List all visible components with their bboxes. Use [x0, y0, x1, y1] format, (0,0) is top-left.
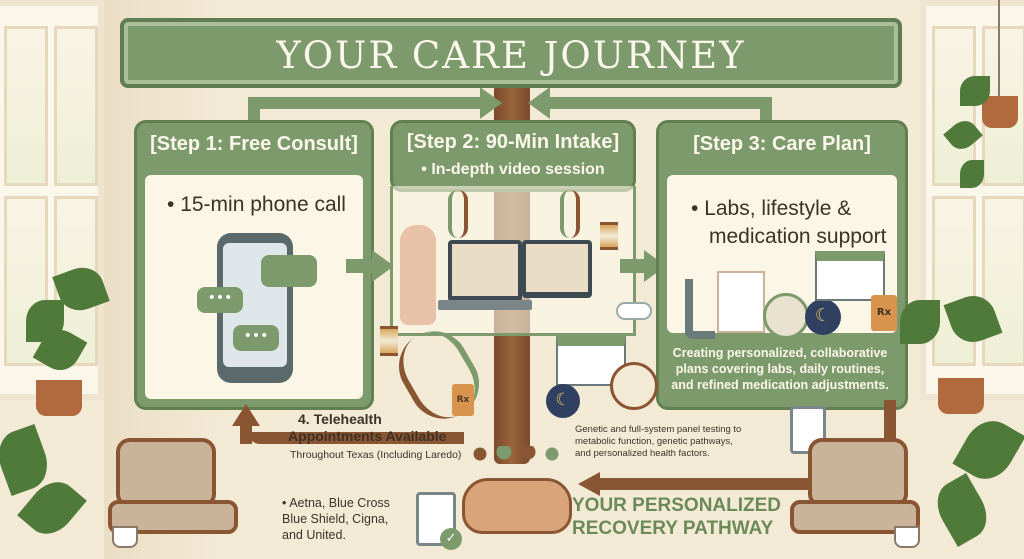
- chat-bubble-icon: [261, 255, 317, 287]
- return-arrow-left-up: [240, 424, 252, 444]
- step-1-card: [Step 1: Free Consult] • 15-min phone ca…: [134, 120, 374, 410]
- step-2-card: [Step 2: 90-Min Intake] • In-depth video…: [390, 120, 636, 192]
- checkmark-icon: ✓: [440, 528, 462, 550]
- top-loop-left-head: [480, 87, 502, 119]
- armchair-right: [808, 438, 908, 508]
- genetic-testing-note: Genetic and full-system panel testing to…: [575, 424, 742, 459]
- step-3-title: [Step 3: Care Plan]: [693, 133, 871, 155]
- hanging-plant-pot: [982, 96, 1018, 128]
- plant-leaf-icon: [960, 76, 990, 106]
- chat-bubble-icon: •••: [233, 325, 279, 351]
- dna-icon: [448, 190, 468, 238]
- hanging-rope: [998, 0, 1000, 96]
- title-banner: YOUR CARE JOURNEY: [120, 18, 902, 88]
- microscope-icon: [685, 279, 715, 339]
- laptop-base-icon: [438, 300, 532, 310]
- petri-dish-icon: [763, 293, 809, 339]
- handshake-icon: [462, 478, 572, 534]
- plant-leaf-icon: [900, 300, 940, 344]
- hourglass-icon: [380, 326, 398, 356]
- telehealth-subtitle: Throughout Texas (Including Laredo): [290, 449, 462, 461]
- top-loop-left: [248, 97, 494, 109]
- body-anatomy-icon: [400, 225, 436, 325]
- cloud-icon: [616, 302, 652, 320]
- step-3-bullet-line1: • Labs, lifestyle &: [691, 197, 852, 220]
- step-3-bullet-line2: medication support: [709, 225, 887, 248]
- step-1-title: [Step 1: Free Consult]: [150, 133, 358, 155]
- step-3-description: Creating personalized, collaborative pla…: [660, 343, 900, 395]
- return-arrow-left: [248, 432, 464, 444]
- plant-pot-left: [36, 380, 82, 416]
- calendar-icon: [815, 251, 885, 301]
- top-loop-right-head: [528, 87, 550, 119]
- page-title: YOUR CARE JOURNEY: [276, 34, 746, 77]
- plant-leaf-icon: [960, 160, 984, 188]
- step-1-bullet: • 15-min phone call: [167, 193, 346, 216]
- coffee-cup-icon: [112, 526, 138, 548]
- hourglass-icon: [600, 222, 618, 250]
- people-group-icon: [468, 446, 564, 474]
- monitor-icon: [522, 240, 592, 298]
- laptop-icon: [448, 240, 522, 302]
- arrow-step2-to-step3: [620, 259, 646, 273]
- rx-bottle-icon: Rx: [871, 295, 897, 331]
- step-2-title: [Step 2: 90-Min Intake]: [406, 131, 620, 153]
- rx-bottle-icon: Rx: [452, 384, 474, 416]
- top-loop-right-down: [760, 97, 772, 125]
- moon-icon: ☾: [805, 299, 841, 335]
- return-arrow-right-head: [578, 472, 600, 496]
- food-plate-icon: [610, 362, 658, 410]
- plant-leaf-icon: [927, 473, 997, 547]
- top-loop-right: [540, 97, 770, 109]
- arrow-step1-to-step2: [346, 259, 374, 273]
- step-2-subtitle: • In-depth video session: [421, 161, 605, 178]
- arrow-step1-to-step2-head: [372, 250, 394, 282]
- armchair-left: [116, 438, 216, 508]
- coffee-cup-icon: [894, 526, 920, 548]
- return-arrow-left-head: [232, 404, 260, 426]
- telehealth-title: 4. Telehealth Appointments Available: [288, 411, 447, 444]
- lab-report-icon: [717, 271, 765, 333]
- top-loop-left-down: [248, 97, 260, 125]
- dna-icon: [560, 190, 580, 238]
- moon-icon: ☾: [546, 384, 580, 418]
- plant-pot-right: [938, 378, 984, 414]
- insurance-list: • Aetna, Blue Cross Blue Shield, Cigna, …: [282, 496, 390, 542]
- pathway-heading: YOUR PERSONALIZED RECOVERY PATHWAY: [572, 495, 782, 539]
- chat-bubble-icon: •••: [197, 287, 243, 313]
